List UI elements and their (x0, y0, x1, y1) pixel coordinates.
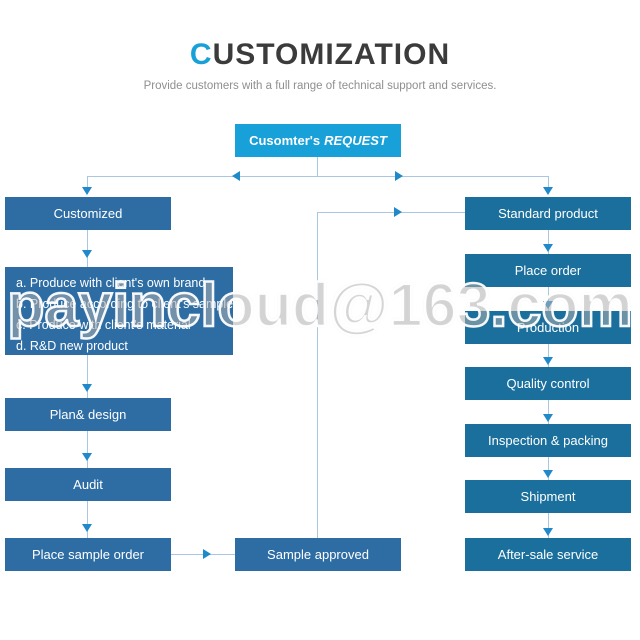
connector-placeorder-production (548, 287, 549, 311)
connector-plan-audit (87, 431, 88, 468)
connector-request-stub (317, 157, 318, 176)
option-line-c: c. Produce with client's material (16, 318, 191, 332)
flow-box-production: Production (465, 311, 631, 344)
branch-left-arrow-icon (232, 171, 240, 181)
arrow-into-customized-icon (82, 187, 92, 195)
arrow-into-inspection-icon (543, 414, 553, 422)
page-title: CUSTOMIZATION (0, 38, 640, 72)
connector-shipment-aftersale (548, 513, 549, 538)
arrow-into-standard-icon (543, 187, 553, 195)
request-label-italic: REQUEST (324, 133, 387, 148)
arrow-into-placesample-icon (82, 524, 92, 532)
connector-inspection-shipment (548, 457, 549, 480)
arrow-into-production-icon (543, 301, 553, 309)
option-line-b: b. Produce according to client's sample (16, 297, 234, 311)
page-subtitle: Provide customers with a full range of t… (143, 80, 497, 92)
flow-box-audit: Audit (5, 468, 171, 501)
connector-audit-placesample (87, 501, 88, 538)
flow-box-plan-design: Plan& design (5, 398, 171, 431)
connector-drop-customized (87, 176, 88, 194)
arrow-into-options-icon (82, 250, 92, 258)
flow-box-place-order: Place order (465, 254, 631, 287)
connector-approved-to-standard (317, 212, 465, 213)
arrow-into-sampleapproved-icon (203, 549, 211, 559)
connector-quality-inspection (548, 400, 549, 424)
flow-box-standard-product: Standard product (465, 197, 631, 230)
arrow-into-aftersale-icon (543, 528, 553, 536)
flow-box-shipment: Shipment (465, 480, 631, 513)
flow-box-after-sale-service: After-sale service (465, 538, 631, 571)
flow-box-inspection-packing: Inspection & packing (465, 424, 631, 457)
option-line-d: d. R&D new product (16, 339, 128, 353)
page-title-rest: USTOMIZATION (212, 38, 451, 71)
page-title-accent-letter: C (189, 38, 213, 71)
flow-box-quality-control: Quality control (465, 367, 631, 400)
option-line-a: a. Produce with client's own brand (16, 276, 206, 290)
arrow-into-audit-icon (82, 453, 92, 461)
flow-box-customized-options: a. Produce with client's own brand b. Pr… (5, 267, 233, 355)
arrow-into-plan-icon (82, 384, 92, 392)
connector-branch-bar (87, 176, 548, 177)
flow-box-place-sample-order: Place sample order (5, 538, 171, 571)
arrow-into-shipment-icon (543, 470, 553, 478)
flow-box-customized: Customized (5, 197, 171, 230)
connector-approved-up (317, 212, 318, 538)
connector-standard-placeorder (548, 230, 549, 254)
connector-production-quality (548, 344, 549, 367)
flow-box-sample-approved: Sample approved (235, 538, 401, 571)
connector-options-plan (87, 355, 88, 398)
flow-box-customer-request: Cusomter's REQUEST (235, 124, 401, 157)
arrow-into-quality-icon (543, 357, 553, 365)
arrow-approved-to-standard-icon (394, 207, 402, 217)
connector-customized-options (87, 230, 88, 267)
arrow-into-placeorder-icon (543, 244, 553, 252)
connector-drop-standard (548, 176, 549, 194)
request-label: Cusomter's (249, 133, 321, 148)
branch-right-arrow-icon (395, 171, 403, 181)
